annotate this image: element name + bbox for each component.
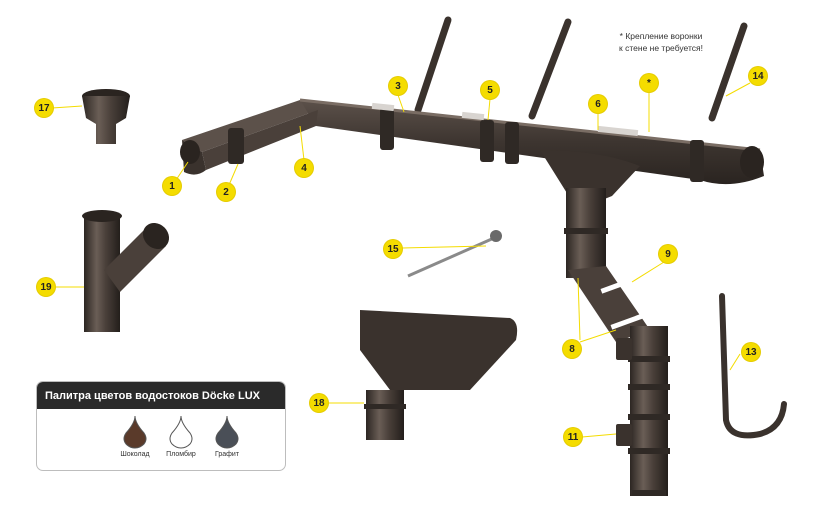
funnel-note-line2: к стене не требуется! xyxy=(619,43,703,53)
funnel-note: * Крепление воронки к стене не требуется… xyxy=(606,30,716,54)
callout-14: 14 xyxy=(749,67,767,85)
pipe-rings xyxy=(564,228,670,454)
gutter-connectors xyxy=(371,102,639,137)
callout-17: 17 xyxy=(35,99,53,117)
gutter-run xyxy=(180,98,764,185)
swatch-label: Пломбир xyxy=(166,451,196,458)
callout-5: 5 xyxy=(481,81,499,99)
callout-4: 4 xyxy=(295,159,313,177)
callout-1: 1 xyxy=(163,177,181,195)
callout-8: 8 xyxy=(563,340,581,358)
pipe-seals xyxy=(600,275,650,330)
swatch-plombir: Пломбир xyxy=(161,415,201,458)
callout-9: 9 xyxy=(659,245,677,263)
callout-star: * xyxy=(640,74,658,92)
callout-11: 11 xyxy=(564,428,582,446)
color-palette-card: Палитра цветов водостоков Döcke LUX Шоко… xyxy=(36,381,286,471)
funnel-note-line1: * Крепление воронки xyxy=(619,31,703,41)
palette-swatches: Шоколад Пломбир Графит xyxy=(37,409,285,467)
part-18-outlet xyxy=(360,310,518,440)
swatch-graphite: Графит xyxy=(207,415,247,458)
callout-6: 6 xyxy=(589,95,607,113)
part-13-hook xyxy=(719,293,787,439)
callout-3: 3 xyxy=(389,77,407,95)
palette-title: Палитра цветов водостоков Döcke LUX xyxy=(37,382,285,409)
callout-18: 18 xyxy=(310,394,328,412)
drop-icon xyxy=(123,415,147,449)
roof-hooks xyxy=(414,16,748,122)
callout-2: 2 xyxy=(217,183,235,201)
swatch-label: Графит xyxy=(214,451,240,458)
drop-icon xyxy=(215,415,239,449)
part-15-screw xyxy=(407,230,502,278)
callout-13: 13 xyxy=(742,343,760,361)
drop-icon xyxy=(169,415,193,449)
part-17-coupling xyxy=(82,89,130,144)
callout-19: 19 xyxy=(37,278,55,296)
gutter-brackets xyxy=(228,108,704,182)
pipe-clamps xyxy=(616,338,632,446)
callout-15: 15 xyxy=(384,240,402,258)
part-19-tee xyxy=(82,210,170,332)
funnel xyxy=(540,150,640,222)
swatch-chocolate: Шоколад xyxy=(115,415,155,458)
swatch-label: Шоколад xyxy=(120,451,150,458)
